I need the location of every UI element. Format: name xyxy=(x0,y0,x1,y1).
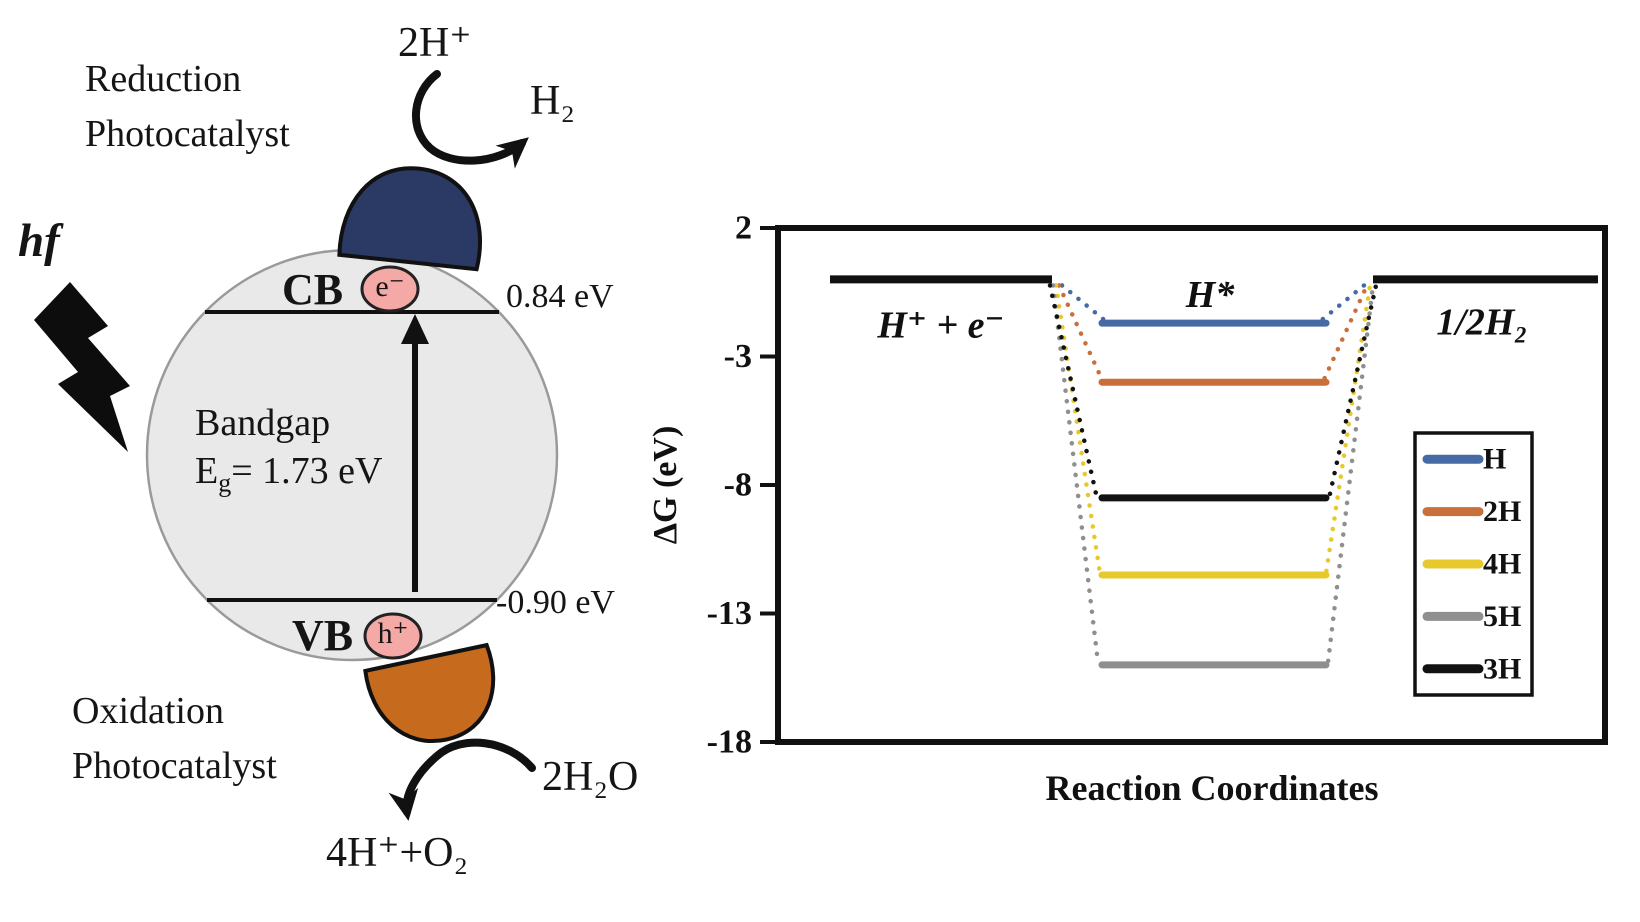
connector-right-5H xyxy=(1325,283,1376,664)
vb-energy-label: -0.90 eV xyxy=(496,584,615,621)
bandgap-label: Bandgap xyxy=(195,402,331,444)
oxidation-photocatalyst-label: Oxidation Photocatalyst xyxy=(72,690,277,787)
connector-left-2H xyxy=(1056,283,1104,381)
hydrogen-label: H₂ xyxy=(530,78,575,124)
photon-bolt-icon xyxy=(34,282,130,452)
x-axis-title: Reaction Coordinates xyxy=(1046,768,1379,808)
stage-label-intermediate: H* xyxy=(1185,274,1236,316)
h2-evolution-arrow xyxy=(412,70,529,169)
connector-left-5H xyxy=(1050,283,1101,664)
legend-label-4H: 4H xyxy=(1483,548,1521,581)
stage-label-final: 1/2H₂ xyxy=(1436,301,1527,343)
legend-label-H: H xyxy=(1483,443,1506,476)
oxidation-cocatalyst-blob xyxy=(363,642,496,743)
water-oxidation-arrow xyxy=(388,738,536,821)
y-axis-tick-label: -3 xyxy=(724,338,752,375)
legend-label-3H: 3H xyxy=(1483,652,1521,685)
electron-label: e⁻ xyxy=(375,270,405,303)
cb-energy-label: 0.84 eV xyxy=(506,278,614,315)
legend-label-5H: 5H xyxy=(1483,600,1521,633)
oxygen-label: 4H⁺+O₂ xyxy=(326,830,469,876)
reduction-cocatalyst-blob xyxy=(337,166,482,272)
connector-left-3H xyxy=(1047,283,1099,497)
photon-hf-label: hf xyxy=(18,215,60,267)
y-axis-title: ΔG (eV) xyxy=(647,426,684,545)
connector-right-4H xyxy=(1324,283,1373,574)
connector-right-2H xyxy=(1322,283,1370,381)
legend-label-2H: 2H xyxy=(1483,495,1521,528)
hole-label: h⁺ xyxy=(377,617,409,650)
y-axis-tick-label: 2 xyxy=(735,210,752,247)
y-axis-tick-label: -8 xyxy=(724,467,752,504)
bandgap-arrowhead xyxy=(401,314,429,344)
vb-label: VB xyxy=(292,611,354,660)
y-axis-tick-label: -18 xyxy=(707,724,752,761)
cb-label: CB xyxy=(282,265,344,314)
bandgap-value-label: Eg= 1.73 eV xyxy=(195,450,383,498)
reduction-photocatalyst-label: Reduction Photocatalyst xyxy=(85,58,290,155)
protons-label: 2H⁺ xyxy=(398,20,472,66)
y-axis-tick-label: -13 xyxy=(707,595,752,632)
water-label: 2H₂O xyxy=(542,754,639,800)
connector-right-3H xyxy=(1327,283,1379,497)
connector-right-H xyxy=(1320,283,1367,322)
electron-circle xyxy=(360,265,420,313)
hole-circle xyxy=(363,612,423,660)
connector-left-H xyxy=(1059,283,1106,322)
connector-left-4H xyxy=(1053,283,1102,574)
stage-label-initial: H⁺ + e⁻ xyxy=(876,304,1004,346)
